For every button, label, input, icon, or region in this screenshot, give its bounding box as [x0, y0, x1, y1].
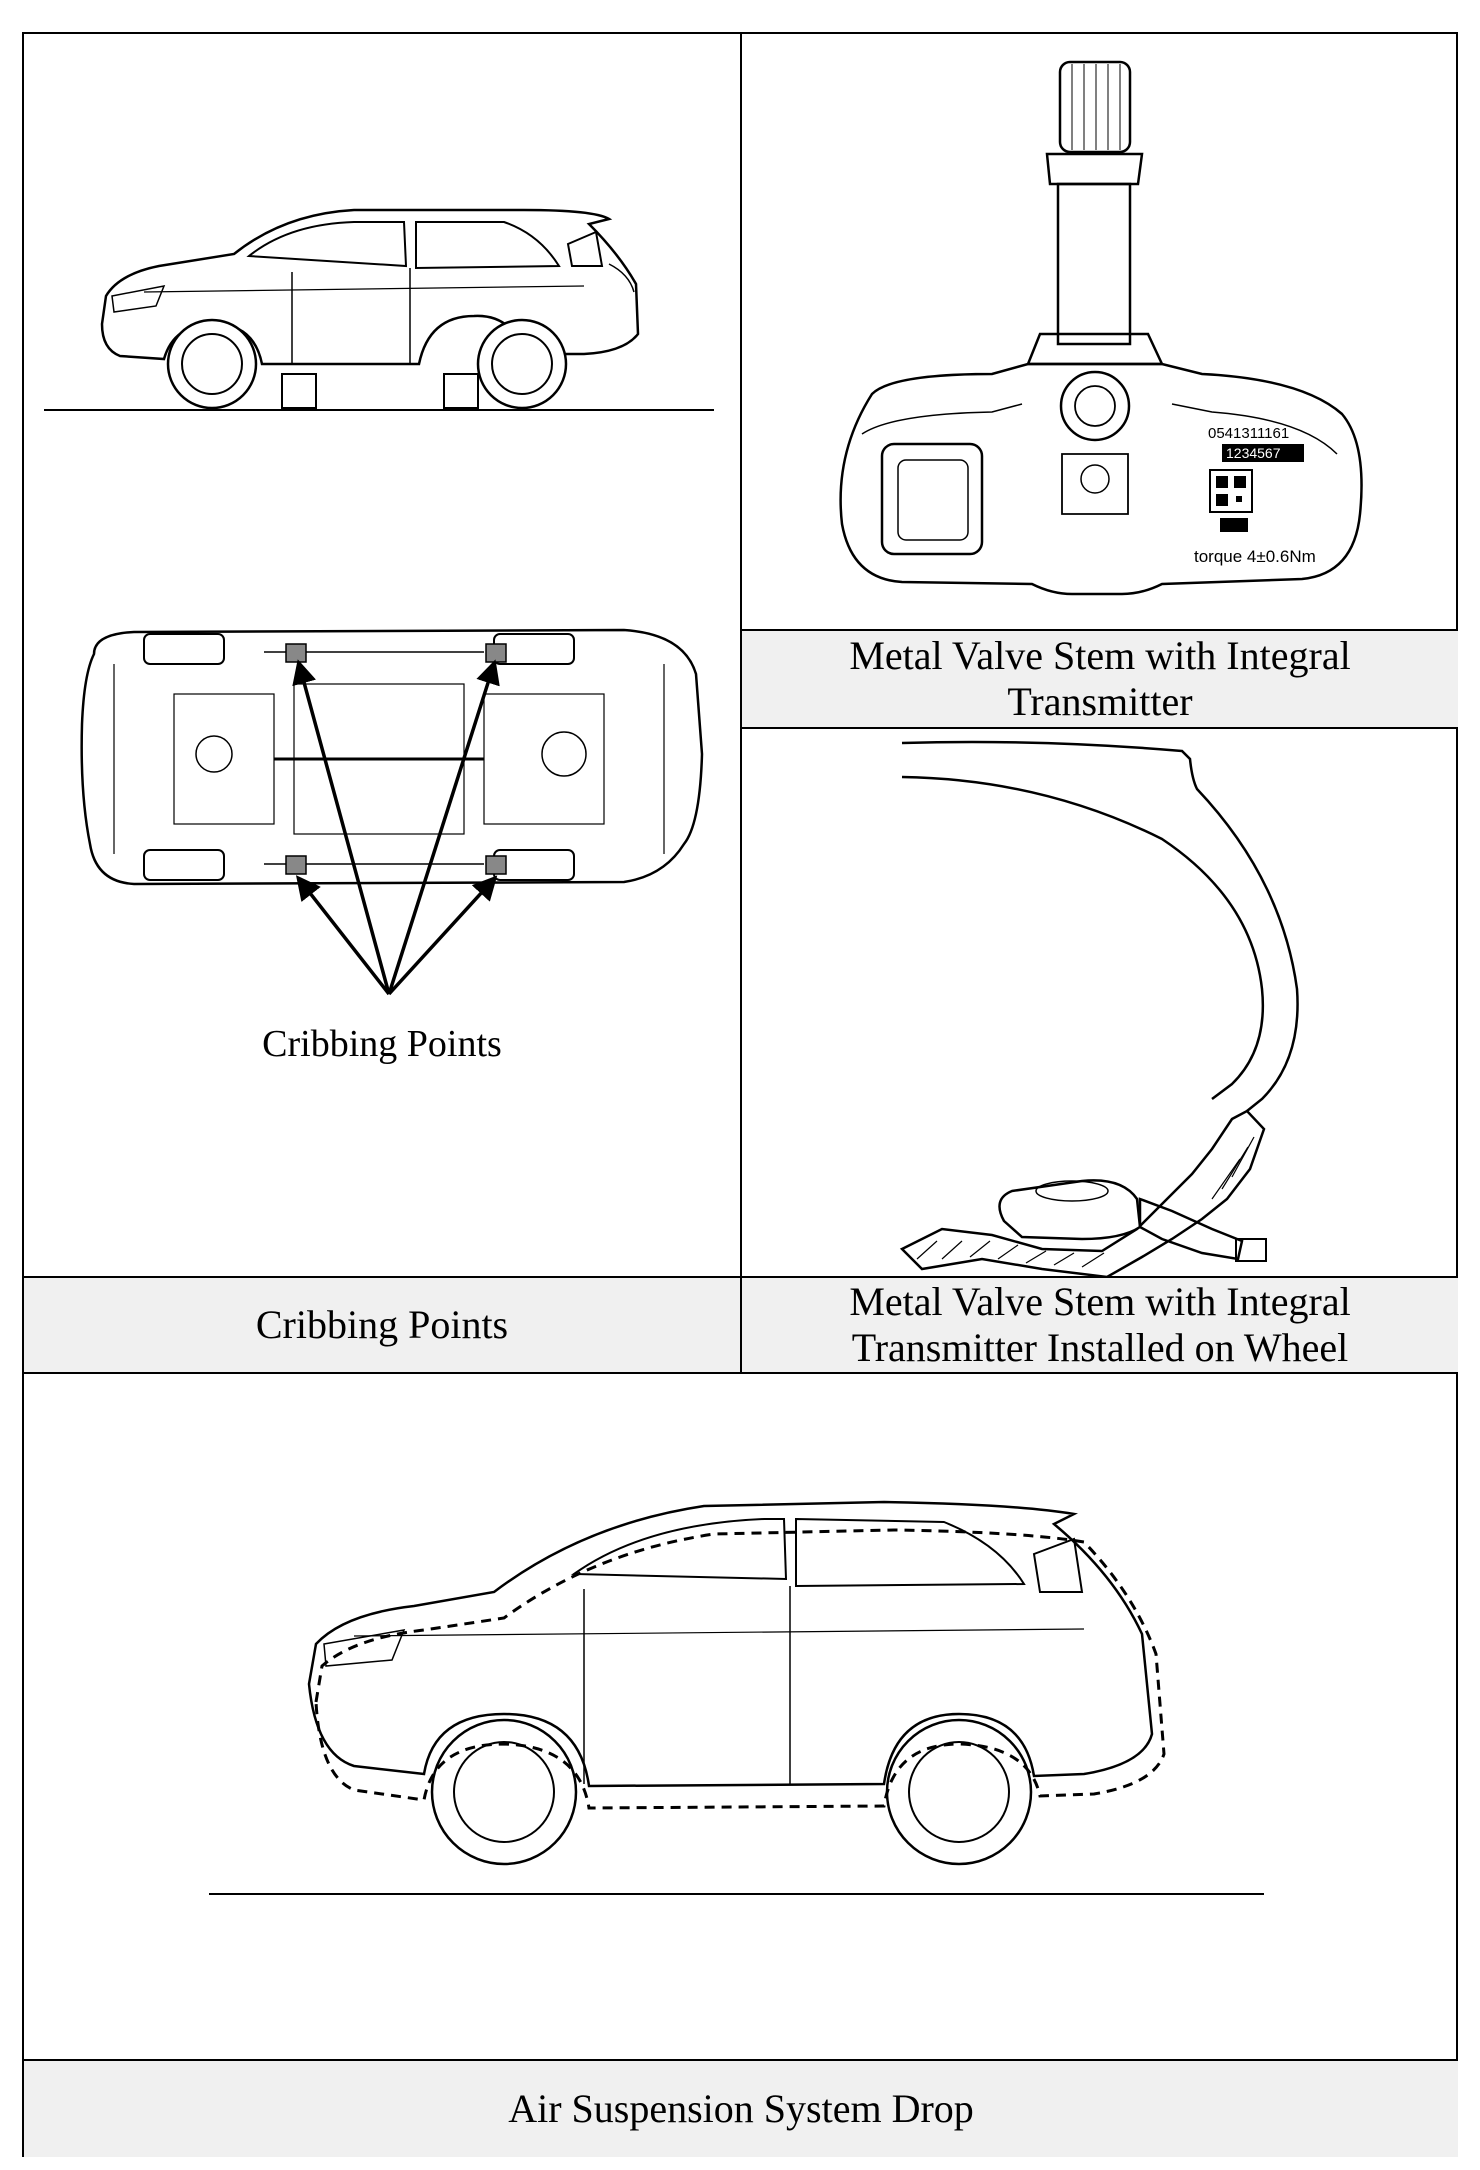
caption-valve-installed-line2: Transmitter Installed on Wheel — [851, 1325, 1349, 1370]
panel-valve-installed — [742, 729, 1458, 1279]
row-divider-middle-2 — [24, 1372, 1458, 1374]
air-suspension-car-illustration — [209, 1500, 1264, 1895]
caption-air-suspension-drop-text: Air Suspension System Drop — [508, 2086, 974, 2131]
underbody-car-illustration — [80, 628, 704, 996]
panel-valve-stem: 0541311161 1234567 torque 4±0.6Nm — [742, 34, 1458, 629]
row-divider-top-right-2 — [740, 727, 1458, 729]
caption-valve-installed-line1: Metal Valve Stem with Integral — [849, 1279, 1351, 1324]
sensor-torque-text: torque 4±0.6Nm — [1194, 547, 1316, 566]
sensor-code-text: 1234567 — [1226, 445, 1281, 461]
valve-stem-sensor-illustration: 0541311161 1234567 torque 4±0.6Nm — [839, 60, 1363, 596]
row-divider-middle — [24, 1276, 1458, 1278]
row-divider-bottom — [24, 2059, 1458, 2061]
sensor-serial-text: 0541311161 — [1208, 425, 1289, 442]
side-view-car-illustration — [44, 208, 714, 411]
wheel-cross-section-illustration — [899, 740, 1299, 1279]
caption-valve-stem-line2: Transmitter — [1007, 679, 1193, 724]
caption-air-suspension-drop: Air Suspension System Drop — [24, 2061, 1458, 2157]
caption-cribbing-points-text: Cribbing Points — [255, 1302, 509, 1347]
row-divider-top-right — [740, 629, 1458, 631]
panel-air-suspension-drop — [24, 1374, 1458, 2059]
diagram-sheet: Cribbing Points Cribbing Points — [22, 32, 1458, 2157]
panel-cribbing-points: Cribbing Points — [24, 34, 740, 1276]
cribbing-points-inline-label: Cribbing Points — [262, 1023, 502, 1065]
caption-cribbing-points: Cribbing Points — [24, 1278, 740, 1372]
caption-valve-installed: Metal Valve Stem with Integral Transmitt… — [742, 1278, 1458, 1372]
caption-valve-stem-line1: Metal Valve Stem with Integral — [849, 633, 1351, 678]
column-divider — [740, 34, 742, 1374]
caption-valve-stem: Metal Valve Stem with Integral Transmitt… — [742, 631, 1458, 727]
